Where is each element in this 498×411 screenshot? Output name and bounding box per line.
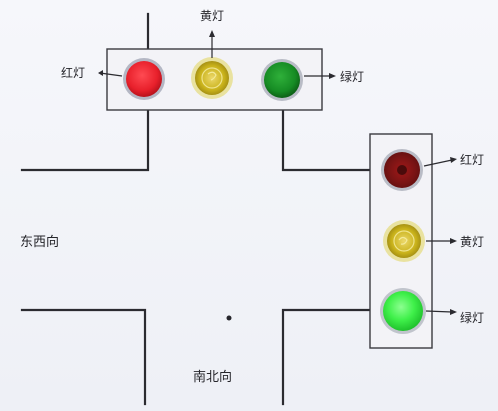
right-traffic-signal: 红灯 黄灯 绿灯 (369, 133, 484, 349)
right-green-label: 绿灯 (460, 310, 484, 325)
north-south-label: 南北向 (193, 369, 232, 385)
right-green-arrow (425, 309, 457, 315)
road-edge-bottom-right (281, 308, 372, 406)
road-edge-bottom-left (20, 308, 147, 406)
right-red-label: 红灯 (460, 152, 484, 167)
top-red-label: 红灯 (61, 65, 85, 80)
road-edge-top-right (281, 108, 372, 172)
right-yellow-arrow (426, 238, 457, 244)
top-yellow-label: 黄灯 (200, 9, 224, 23)
east-west-label: 东西向 (20, 234, 59, 250)
right-red-arrow (423, 157, 457, 167)
top-red-arrow (98, 70, 123, 77)
top-traffic-signal: 红灯 黄灯 绿灯 (61, 9, 364, 111)
top-green-label: 绿灯 (340, 69, 364, 84)
top-green-arrow (304, 73, 336, 79)
top-yellow-arrow (209, 30, 215, 58)
intersection-center-dot (226, 315, 232, 321)
right-yellow-label: 黄灯 (460, 235, 484, 249)
